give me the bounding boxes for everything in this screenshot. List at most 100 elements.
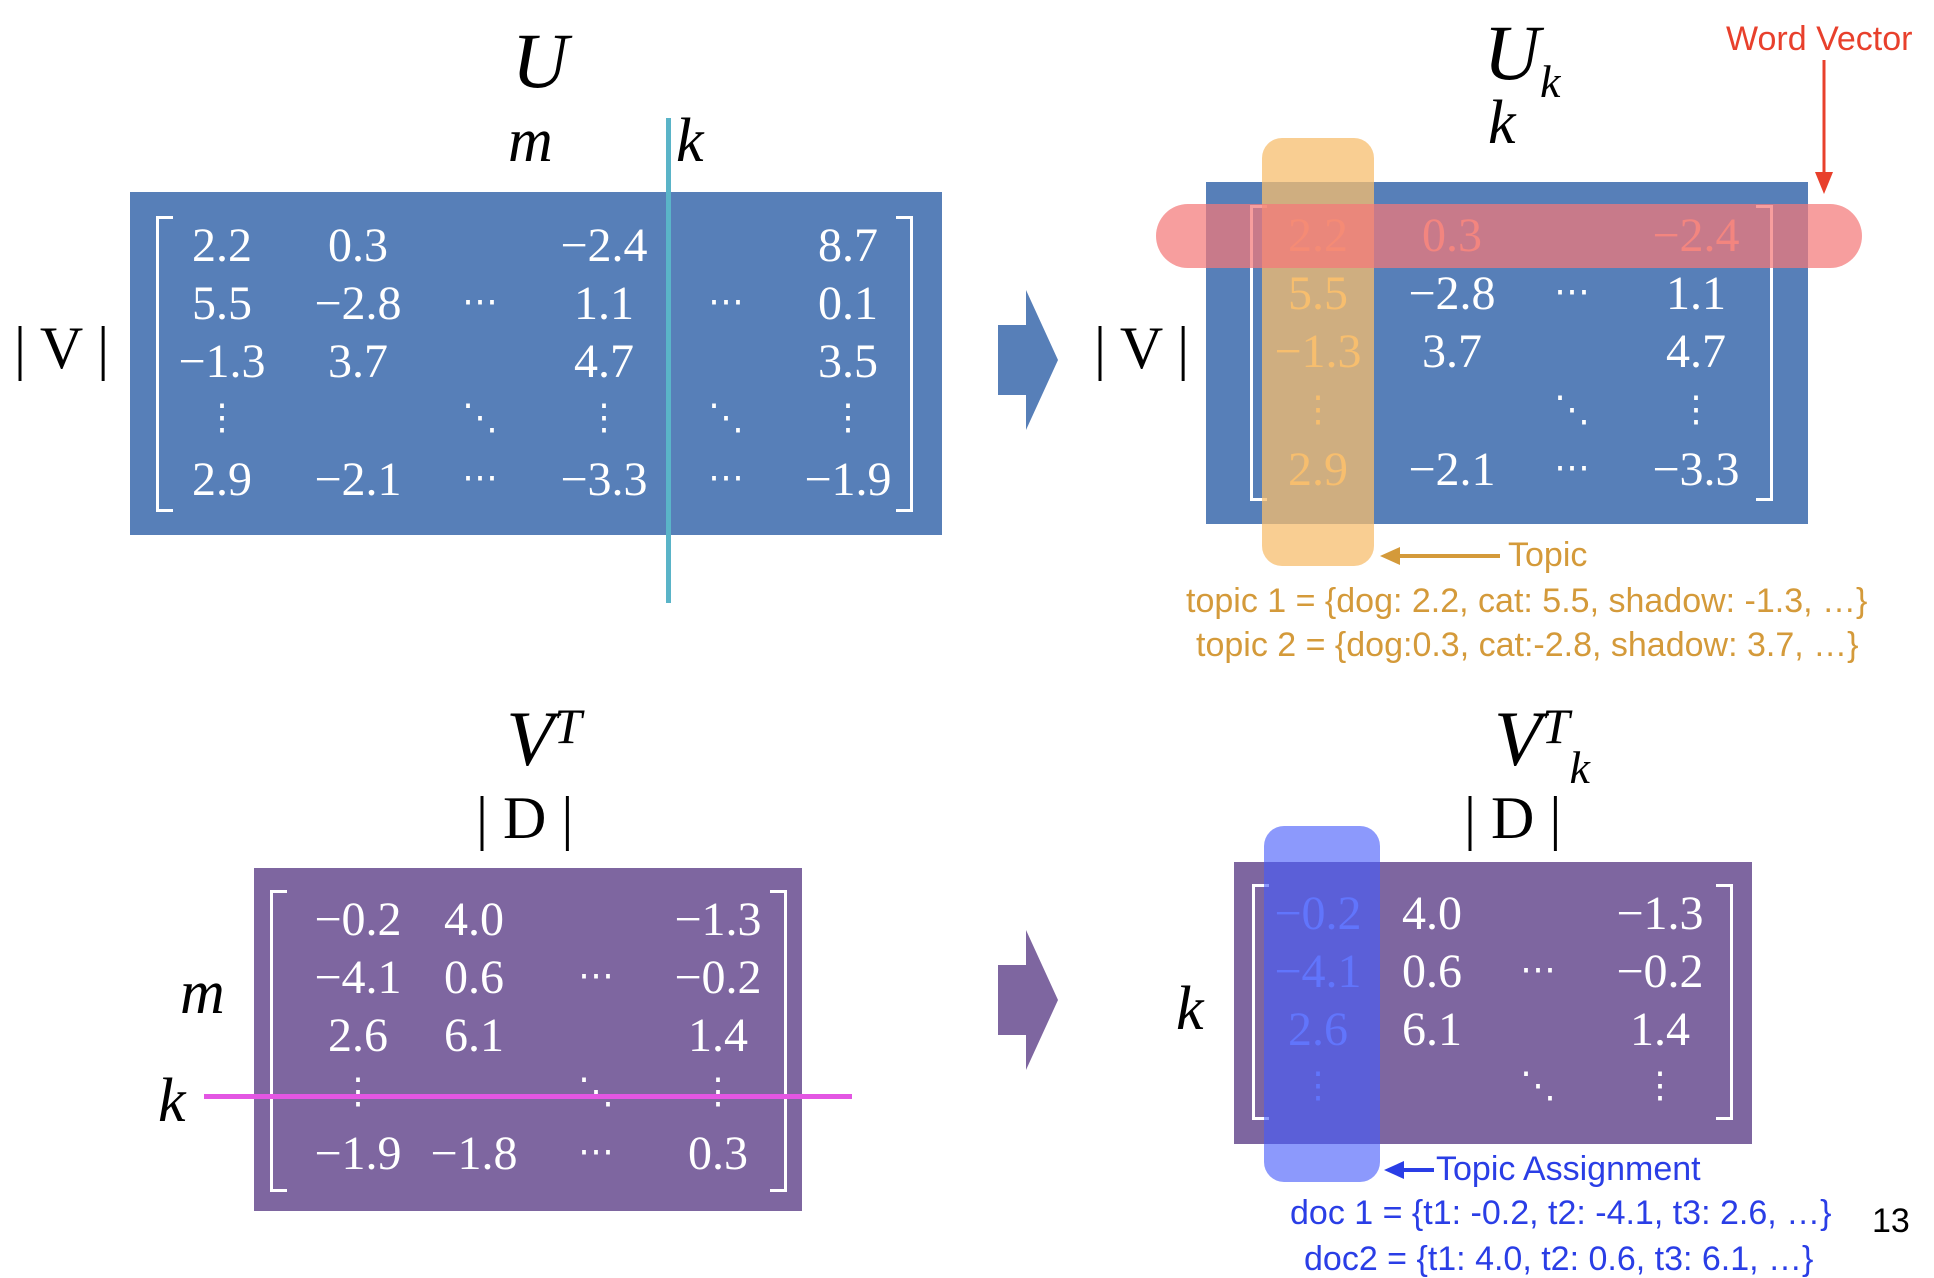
vt-cell-r0-c3: −1.3 [674,893,762,946]
vt-dim-m: m [180,959,225,1027]
vt-cell-r1-c0: −4.1 [314,951,402,1004]
u-cell-r1-c1: −2.8 [314,277,402,330]
topic-label: Topic [1508,536,1588,574]
uk-title: Uk [1462,14,1582,105]
u-cell-r1-c3: 1.1 [574,277,634,330]
vt-title-sup: T [553,698,582,754]
uk-cell-r3-c3: ⋮ [1678,389,1714,430]
u-cell-r0-c5: 8.7 [818,219,878,272]
vt-cell-r4-c0: −1.9 [314,1127,402,1180]
vt-left-bracket [270,890,287,1192]
uk-cell-r1-c1: −2.8 [1408,267,1496,320]
vtk-title-sup: T [1541,698,1570,754]
uk-title-main: U [1483,9,1540,96]
word-vector-label: Word Vector [1726,20,1913,58]
doc-line-1: doc 1 = {t1: -0.2, t2: -4.1, t3: 2.6, …} [1290,1194,1832,1232]
u-dim-k: k [676,107,704,175]
vt-matrix-box [254,868,802,1211]
u-cell-r4-c5: −1.9 [804,453,892,506]
u-cell-r1-c4: ⋯ [708,281,744,322]
u-dim-m: m [508,107,553,175]
vtk-cell-r1-c3: −0.2 [1616,945,1704,998]
vtk-cell-r3-c2: ⋱ [1520,1065,1556,1106]
u-cell-r2-c5: 3.5 [818,335,878,388]
u-cell-r4-c0: 2.9 [192,453,252,506]
vtk-dim-d: | D | [1464,785,1562,851]
u-cell-r3-c4: ⋱ [708,397,744,438]
vt-cell-r4-c3: 0.3 [688,1127,748,1180]
topic-line-2: topic 2 = {dog:0.3, cat:-2.8, shadow: 3.… [1196,626,1859,664]
u-dim-v: | V | [14,315,110,381]
vtk-cell-r3-c3: ⋮ [1642,1065,1678,1106]
uk-cell-r2-c3: 4.7 [1666,325,1726,378]
u-right-bracket [896,216,913,512]
u-cell-r0-c3: −2.4 [560,219,648,272]
uk-cell-r4-c3: −3.3 [1652,443,1740,496]
u-cell-r3-c2: ⋱ [462,397,498,438]
word-vector-row-highlight [1156,204,1862,268]
vtk-cell-r1-c2: ⋯ [1520,949,1556,990]
u-cell-r1-c5: 0.1 [818,277,878,330]
u-cell-r1-c0: 5.5 [192,277,252,330]
u-cut-line [666,118,671,603]
vt-cell-r0-c1: 4.0 [444,893,504,946]
u-title: U [511,17,569,104]
vtk-cell-r2-c1: 6.1 [1402,1003,1462,1056]
vt-dim-d: | D | [476,785,574,851]
arrow-right-icon-2 [998,930,1058,1070]
vtk-right-bracket [1716,884,1733,1120]
uk-cell-r4-c2: ⋯ [1554,447,1590,488]
uk-cell-r4-c1: −2.1 [1408,443,1496,496]
vt-cell-r4-c1: −1.8 [430,1127,518,1180]
vtk-title-sub: k [1569,742,1590,793]
vtk-cell-r0-c3: −1.3 [1616,887,1704,940]
topic-assignment-highlight [1264,826,1380,1182]
vt-cell-r1-c2: ⋯ [578,955,614,996]
u-cell-r2-c0: −1.3 [178,335,266,388]
vt-dim-k: k [158,1067,186,1135]
vt-cell-r2-c0: 2.6 [328,1009,388,1062]
u-cell-r0-c0: 2.2 [192,219,252,272]
topic-column-highlight [1262,138,1374,566]
vt-cell-r3-c0: ⋮ [340,1071,376,1112]
vt-cell-r0-c0: −0.2 [314,893,402,946]
vt-title-main: V [506,695,554,782]
vtk-cell-r2-c3: 1.4 [1630,1003,1690,1056]
u-cell-r3-c3: ⋮ [586,397,622,438]
vtk-cell-r0-c1: 4.0 [1402,887,1462,940]
vt-cell-r1-c1: 0.6 [444,951,504,1004]
u-cell-r2-c3: 4.7 [574,335,634,388]
u-left-bracket [156,216,173,512]
vt-right-bracket [770,890,787,1192]
topic-assignment-arrow-icon [1384,1161,1434,1179]
vt-cell-r3-c3: ⋮ [700,1071,736,1112]
page-number: 13 [1872,1202,1910,1240]
vt-cell-r2-c1: 6.1 [444,1009,504,1062]
topic-assignment-label: Topic Assignment [1436,1150,1701,1188]
u-cell-r4-c3: −3.3 [560,453,648,506]
u-cell-r1-c2: ⋯ [462,281,498,322]
vtk-title: VTk [1462,698,1622,791]
topic-line-1: topic 1 = {dog: 2.2, cat: 5.5, shadow: -… [1186,582,1868,620]
vtk-title-main: V [1494,695,1542,782]
vtk-dim-k: k [1176,975,1204,1043]
uk-cell-r2-c1: 3.7 [1422,325,1482,378]
u-cell-r3-c0: ⋮ [204,397,240,438]
vt-cell-r3-c2: ⋱ [578,1071,614,1112]
u-cell-r4-c1: −2.1 [314,453,402,506]
uk-cell-r3-c2: ⋱ [1554,389,1590,430]
doc-line-2: doc2 = {t1: 4.0, t2: 0.6, t3: 6.1, …} [1304,1240,1814,1278]
topic-arrow-icon [1380,547,1500,565]
vt-cell-r2-c3: 1.4 [688,1009,748,1062]
arrow-right-icon [998,290,1058,430]
uk-cell-r1-c3: 1.1 [1666,267,1726,320]
uk-cell-r1-c2: ⋯ [1554,271,1590,312]
word-vector-arrow-icon [1815,60,1833,194]
uk-dim-v: | V | [1094,315,1190,381]
vtk-cell-r1-c1: 0.6 [1402,945,1462,998]
vt-title: VT [484,700,604,778]
u-cell-r4-c4: ⋯ [708,457,744,498]
u-cell-r4-c2: ⋯ [462,457,498,498]
vt-cut-line [204,1094,852,1099]
vt-cell-r1-c3: −0.2 [674,951,762,1004]
